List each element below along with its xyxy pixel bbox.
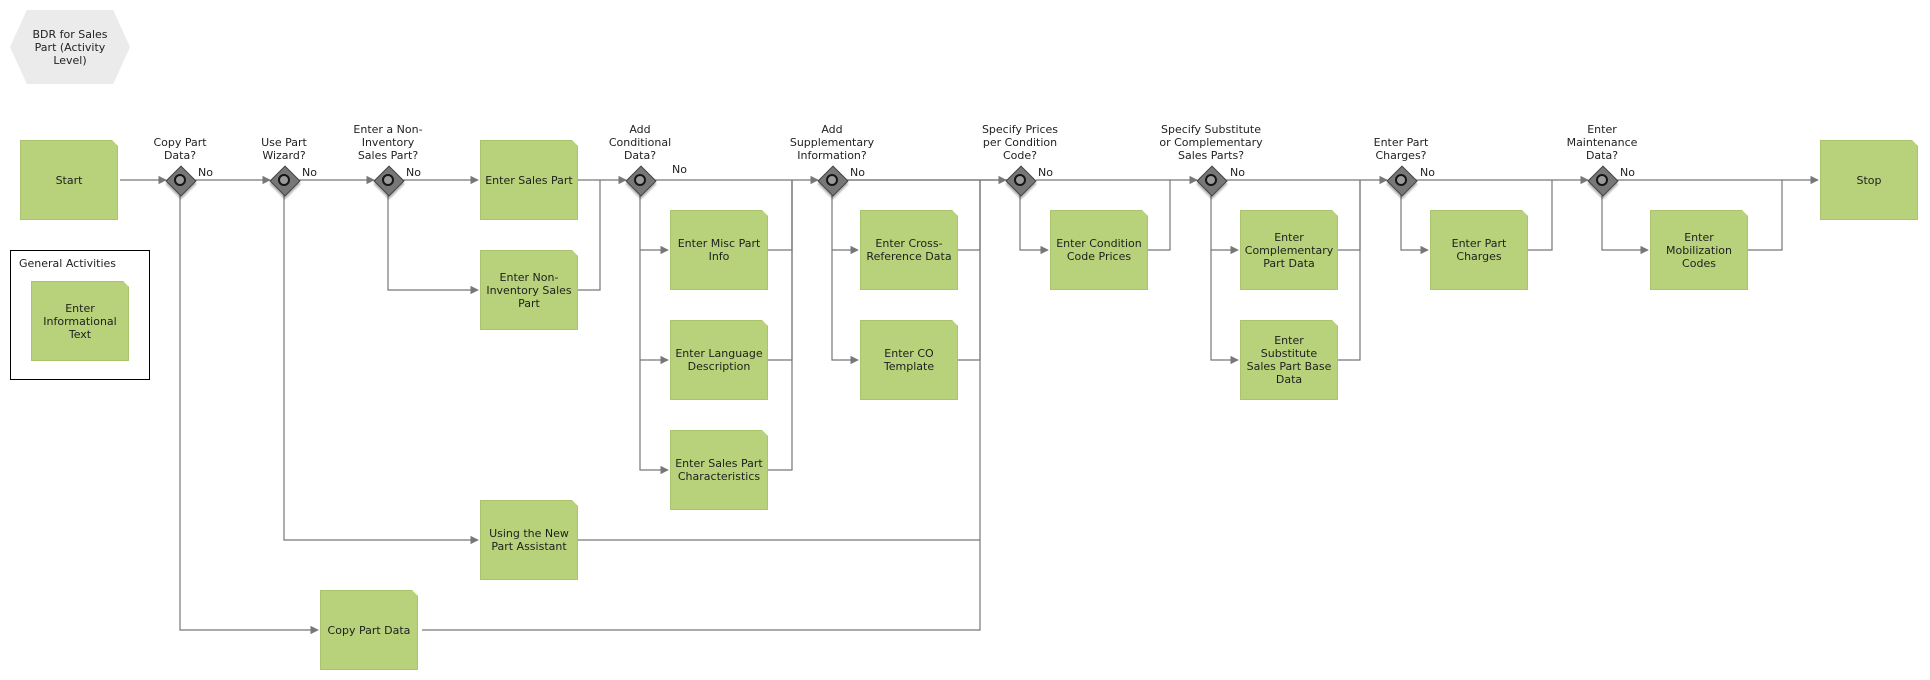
gateway-ring-icon — [1205, 174, 1217, 186]
question-enter-maintenance: Enter Maintenance Data? — [1566, 123, 1638, 162]
gateway-ring-icon — [634, 174, 646, 186]
no-label: No — [302, 166, 317, 179]
enter-co-template-task[interactable]: Enter CO Template — [860, 320, 958, 400]
question-add-conditional: Add Conditional Data? — [608, 123, 672, 162]
question-specify-prices: Specify Prices per Condition Code? — [981, 123, 1059, 162]
start-node[interactable]: Start — [20, 140, 118, 220]
no-label: No — [198, 166, 213, 179]
gateway-specify-prices[interactable] — [1005, 165, 1037, 197]
enter-sales-part-characteristics-task[interactable]: Enter Sales Part Characteristics — [670, 430, 768, 510]
enter-cross-reference-data-task[interactable]: Enter Cross- Reference Data — [860, 210, 958, 290]
no-label: No — [850, 166, 865, 179]
question-use-part-wizard: Use Part Wizard? — [261, 136, 307, 162]
question-enter-part-charges: Enter Part Charges? — [1373, 136, 1429, 162]
gateway-specify-substitute[interactable] — [1196, 165, 1228, 197]
gateway-enter-part-charges[interactable] — [1386, 165, 1418, 197]
question-specify-substitute: Specify Substitute or Complementary Sale… — [1159, 123, 1263, 162]
gateway-ring-icon — [1596, 174, 1608, 186]
gateway-non-inventory[interactable] — [373, 165, 405, 197]
enter-misc-part-info-task[interactable]: Enter Misc Part Info — [670, 210, 768, 290]
diagram-title-note: BDR for Sales Part (Activity Level) — [10, 10, 130, 84]
gateway-ring-icon — [174, 174, 186, 186]
enter-mobilization-codes-task[interactable]: Enter Mobilization Codes — [1650, 210, 1748, 290]
copy-part-data-task[interactable]: Copy Part Data — [320, 590, 418, 670]
no-label: No — [1420, 166, 1435, 179]
using-new-part-assistant-task[interactable]: Using the New Part Assistant — [480, 500, 578, 580]
general-activities-box: General Activities Enter Informational T… — [10, 250, 150, 380]
question-copy-part-data: Copy Part Data? — [153, 136, 207, 162]
gateway-ring-icon — [382, 174, 394, 186]
gateway-ring-icon — [826, 174, 838, 186]
enter-substitute-sales-part-base-data-task[interactable]: Enter Substitute Sales Part Base Data — [1240, 320, 1338, 400]
general-activities-title: General Activities — [19, 257, 117, 270]
enter-non-inventory-sales-part-task[interactable]: Enter Non- Inventory Sales Part — [480, 250, 578, 330]
gateway-add-conditional[interactable] — [625, 165, 657, 197]
gateway-ring-icon — [1395, 174, 1407, 186]
question-non-inventory: Enter a Non- Inventory Sales Part? — [353, 123, 423, 162]
gateway-add-supplementary[interactable] — [817, 165, 849, 197]
gateway-enter-maintenance[interactable] — [1587, 165, 1619, 197]
gateway-ring-icon — [278, 174, 290, 186]
enter-complementary-part-data-task[interactable]: Enter Complementary Part Data — [1240, 210, 1338, 290]
no-label: No — [672, 163, 687, 176]
stop-node[interactable]: Stop — [1820, 140, 1918, 220]
gateway-ring-icon — [1014, 174, 1026, 186]
no-label: No — [406, 166, 421, 179]
enter-sales-part-task[interactable]: Enter Sales Part — [480, 140, 578, 220]
no-label: No — [1620, 166, 1635, 179]
no-label: No — [1230, 166, 1245, 179]
enter-language-description-task[interactable]: Enter Language Description — [670, 320, 768, 400]
enter-informational-text-task[interactable]: Enter Informational Text — [31, 281, 129, 361]
enter-part-charges-task[interactable]: Enter Part Charges — [1430, 210, 1528, 290]
gateway-use-part-wizard[interactable] — [269, 165, 301, 197]
no-label: No — [1038, 166, 1053, 179]
enter-condition-code-prices-task[interactable]: Enter Condition Code Prices — [1050, 210, 1148, 290]
question-add-supplementary: Add Supplementary Information? — [789, 123, 875, 162]
gateway-copy-part-data[interactable] — [165, 165, 197, 197]
